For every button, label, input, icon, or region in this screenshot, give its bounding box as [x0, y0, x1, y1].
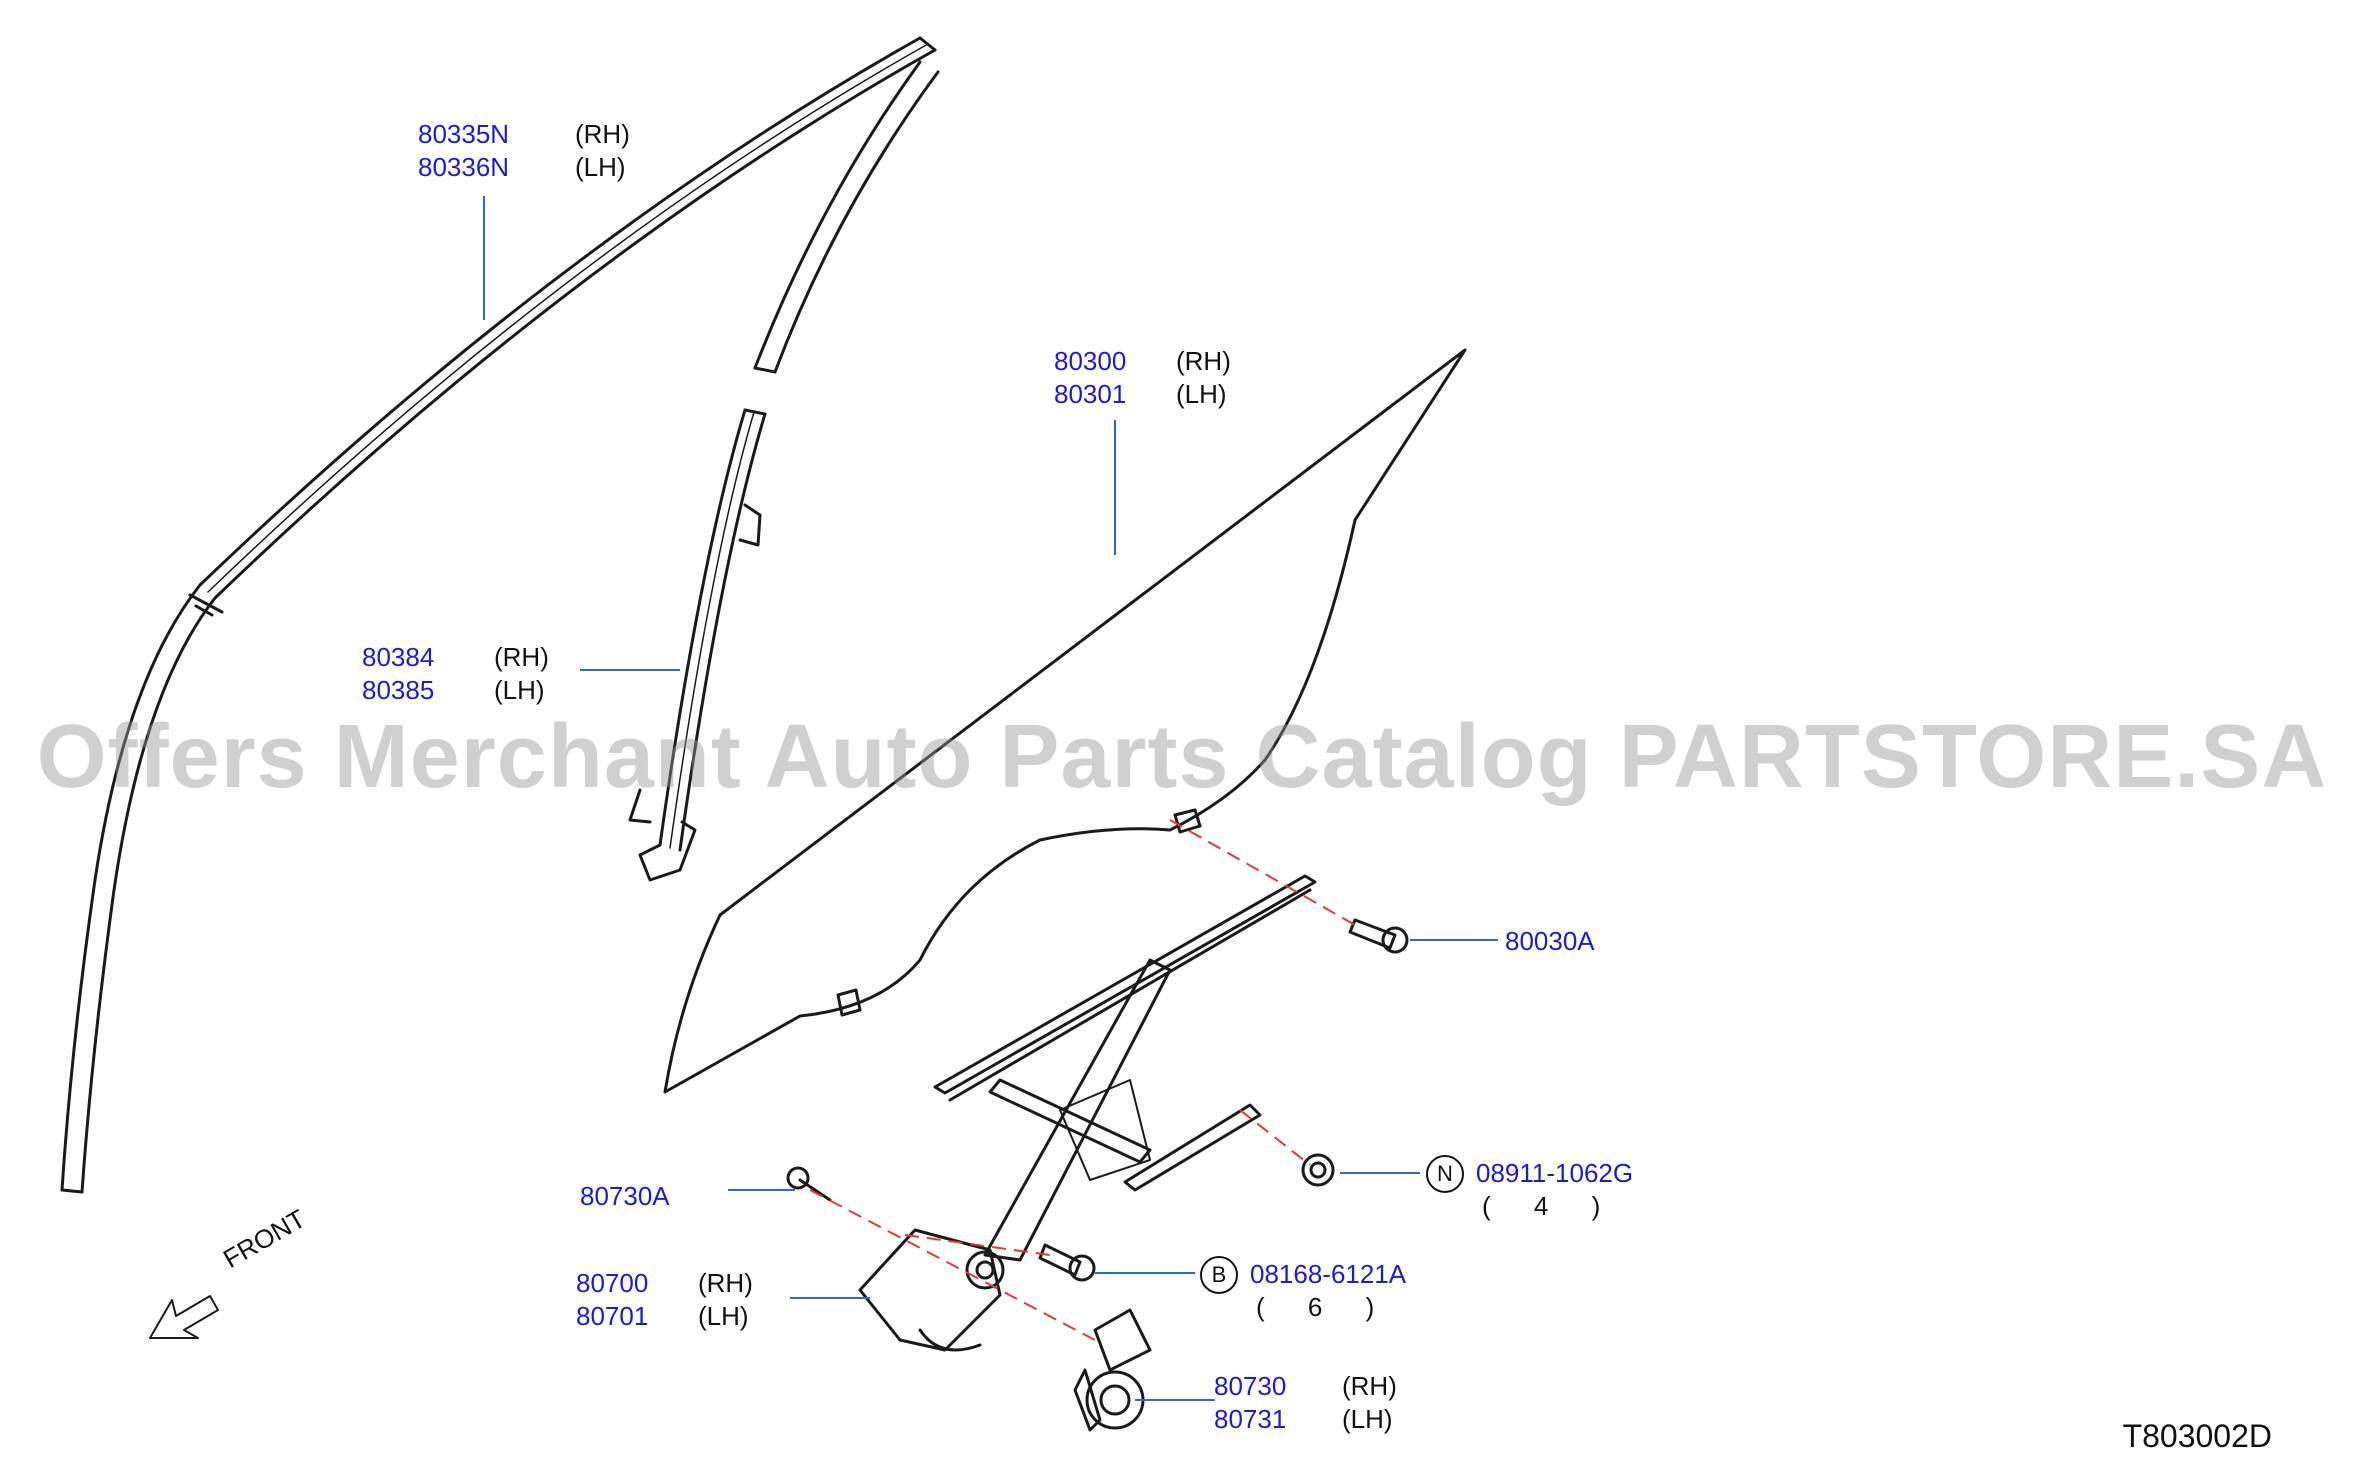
side-rh: (RH) [494, 642, 549, 672]
part-number-80730[interactable]: 80730 [1214, 1371, 1287, 1401]
prefix-b-badge: B [1200, 1256, 1238, 1294]
part-number-08168-6121A[interactable]: 08168-6121A [1250, 1259, 1407, 1289]
side-rh: (RH) [1176, 346, 1231, 376]
part-number-80335N[interactable]: 80335N [418, 119, 510, 149]
alignment-lines [809, 819, 1356, 1341]
side-lh: (LH) [698, 1301, 749, 1331]
part-number-80701[interactable]: 80701 [576, 1301, 649, 1331]
side-lh: (LH) [1176, 379, 1227, 409]
part-number-80385[interactable]: 80385 [362, 675, 435, 705]
side-rh: (RH) [575, 119, 630, 149]
part-number-80731[interactable]: 80731 [1214, 1404, 1287, 1434]
window-regulator [858, 874, 1317, 1352]
window-motor [1073, 1308, 1152, 1432]
leader-lines [483, 196, 1498, 1401]
side-rh: (RH) [698, 1268, 753, 1298]
part-number-80336N[interactable]: 80336N [418, 152, 510, 182]
door-glass [663, 348, 1467, 1094]
part-number-80301[interactable]: 80301 [1054, 379, 1127, 409]
part-number-80700[interactable]: 80700 [576, 1268, 649, 1298]
fasteners [786, 918, 1409, 1282]
front-arrow-icon [149, 1295, 219, 1339]
quantity: ( 6 ) [1256, 1292, 1393, 1322]
quantity: ( 4 ) [1482, 1191, 1619, 1221]
prefix-n-badge: N [1426, 1155, 1464, 1193]
glass-run-channel [628, 408, 767, 882]
side-lh: (LH) [494, 675, 545, 705]
side-rh: (RH) [1342, 1371, 1397, 1401]
part-number-80300[interactable]: 80300 [1054, 346, 1127, 376]
side-lh: (LH) [1342, 1404, 1393, 1434]
part-number-80730A[interactable]: 80730A [580, 1181, 670, 1211]
door-sash-weatherstrip [60, 36, 940, 1194]
diagram-code: T803002D [2122, 1418, 2272, 1454]
part-number-80030A[interactable]: 80030A [1505, 926, 1595, 956]
part-number-08911-1062G[interactable]: 08911-1062G [1476, 1158, 1634, 1188]
part-number-80384[interactable]: 80384 [362, 642, 435, 672]
side-lh: (LH) [575, 152, 626, 182]
watermark: Offers Merchant Auto Parts Catalog PARTS… [36, 707, 2328, 807]
